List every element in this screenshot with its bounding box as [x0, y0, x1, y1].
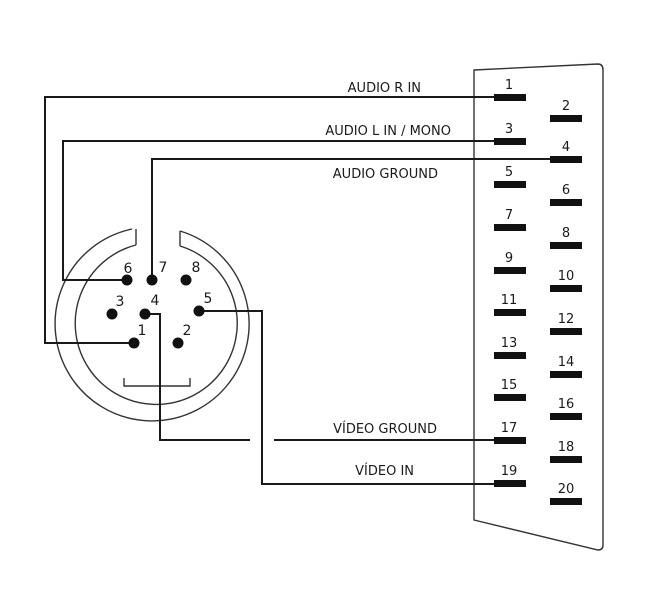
scart-pin-number: 6	[562, 183, 570, 198]
din-inner-ring	[74, 244, 238, 406]
scart-pin-pad	[550, 413, 582, 420]
din-outer-shell	[54, 228, 250, 422]
label-audio-r-in: AUDIO R IN	[348, 81, 421, 96]
scart-pin-number: 4	[562, 140, 570, 155]
label-audio-l-in: AUDIO L IN / MONO	[325, 124, 451, 139]
din-inner-shell	[135, 229, 181, 246]
din-pin-dot	[106, 308, 118, 320]
scart-pin-number: 5	[505, 165, 513, 180]
scart-pin-pad	[550, 199, 582, 206]
din-pin-dot	[146, 274, 158, 286]
din-pin-number: 2	[183, 323, 192, 339]
din-pin-dot	[128, 337, 140, 349]
scart-pin-pad	[550, 328, 582, 335]
wire-audio-r-in	[44, 96, 494, 344]
scart-pin-pad	[494, 352, 526, 359]
wire-video-ground-left	[145, 313, 250, 441]
scart-pin-pad	[550, 498, 582, 505]
scart-pin-number: 14	[558, 355, 575, 370]
scart-pin-pad	[494, 94, 526, 101]
din-connector	[54, 228, 250, 422]
wires	[44, 96, 550, 485]
wire-audio-l-in	[62, 140, 494, 281]
scart-pin-pad	[550, 371, 582, 378]
din-pin-number: 1	[138, 323, 147, 339]
scart-pin-number: 20	[558, 482, 575, 497]
scart-pin-number: 12	[558, 312, 575, 327]
scart-pin-number: 2	[562, 99, 570, 114]
scart-pin-pad	[550, 456, 582, 463]
din-pin-number: 3	[116, 294, 125, 310]
scart-pin-number: 3	[505, 122, 513, 137]
din-pin-number: 8	[192, 260, 201, 276]
din-pin-dot	[180, 274, 192, 286]
scart-pin-number: 18	[558, 440, 575, 455]
scart-pin-pad	[494, 394, 526, 401]
scart-pin-number: 8	[562, 226, 570, 241]
scart-pin-number: 9	[505, 251, 513, 266]
din-pin-dot	[139, 308, 151, 320]
scart-pin-number: 15	[501, 378, 518, 393]
scart-pin-pad	[494, 437, 526, 444]
din-pin-dot	[172, 337, 184, 349]
scart-pin-pad	[550, 285, 582, 292]
label-audio-ground: AUDIO GROUND	[333, 167, 438, 182]
scart-pin-pad	[494, 480, 526, 487]
din-pin-number: 6	[124, 261, 133, 277]
din-pin-dot	[193, 305, 205, 317]
scart-pin-pad	[494, 224, 526, 231]
label-video-in: VÍDEO IN	[355, 463, 414, 479]
scart-pin-number: 16	[558, 397, 575, 412]
label-video-ground: VÍDEO GROUND	[333, 421, 437, 437]
din-pin-number: 4	[151, 293, 160, 309]
scart-connector-outline	[473, 63, 604, 551]
scart-pin-pad	[550, 242, 582, 249]
scart-pin-number: 13	[501, 336, 518, 351]
scart-pin-pad	[494, 309, 526, 316]
din-pin-number: 7	[159, 260, 168, 276]
scart-pin-number: 1	[505, 78, 513, 93]
din-pin-dot	[121, 274, 133, 286]
scart-pin-pad	[550, 115, 582, 122]
wire-audio-ground	[151, 158, 550, 280]
scart-pins: 1 3 5 7 9 11 13 15 17 19 2 4 6 8 10 12 1…	[494, 78, 582, 505]
scart-pin-number: 17	[501, 421, 518, 436]
scart-pin-number: 19	[501, 464, 518, 479]
scart-pin-number: 11	[501, 293, 518, 308]
scart-pin-pad	[494, 267, 526, 274]
din-pin-number: 5	[204, 291, 213, 307]
scart-pin-pad	[550, 156, 582, 163]
scart-pin-pad	[494, 138, 526, 145]
wire-labels: AUDIO R IN AUDIO L IN / MONO AUDIO GROUN…	[325, 81, 451, 479]
scart-pin-pad	[494, 181, 526, 188]
wire-video-in	[199, 310, 494, 485]
scart-pin-number: 7	[505, 208, 513, 223]
din-bottom-key	[123, 378, 191, 387]
din-pins: 1 2 3 4 5 6 7 8	[106, 260, 213, 349]
scart-pin-number: 10	[558, 269, 575, 284]
